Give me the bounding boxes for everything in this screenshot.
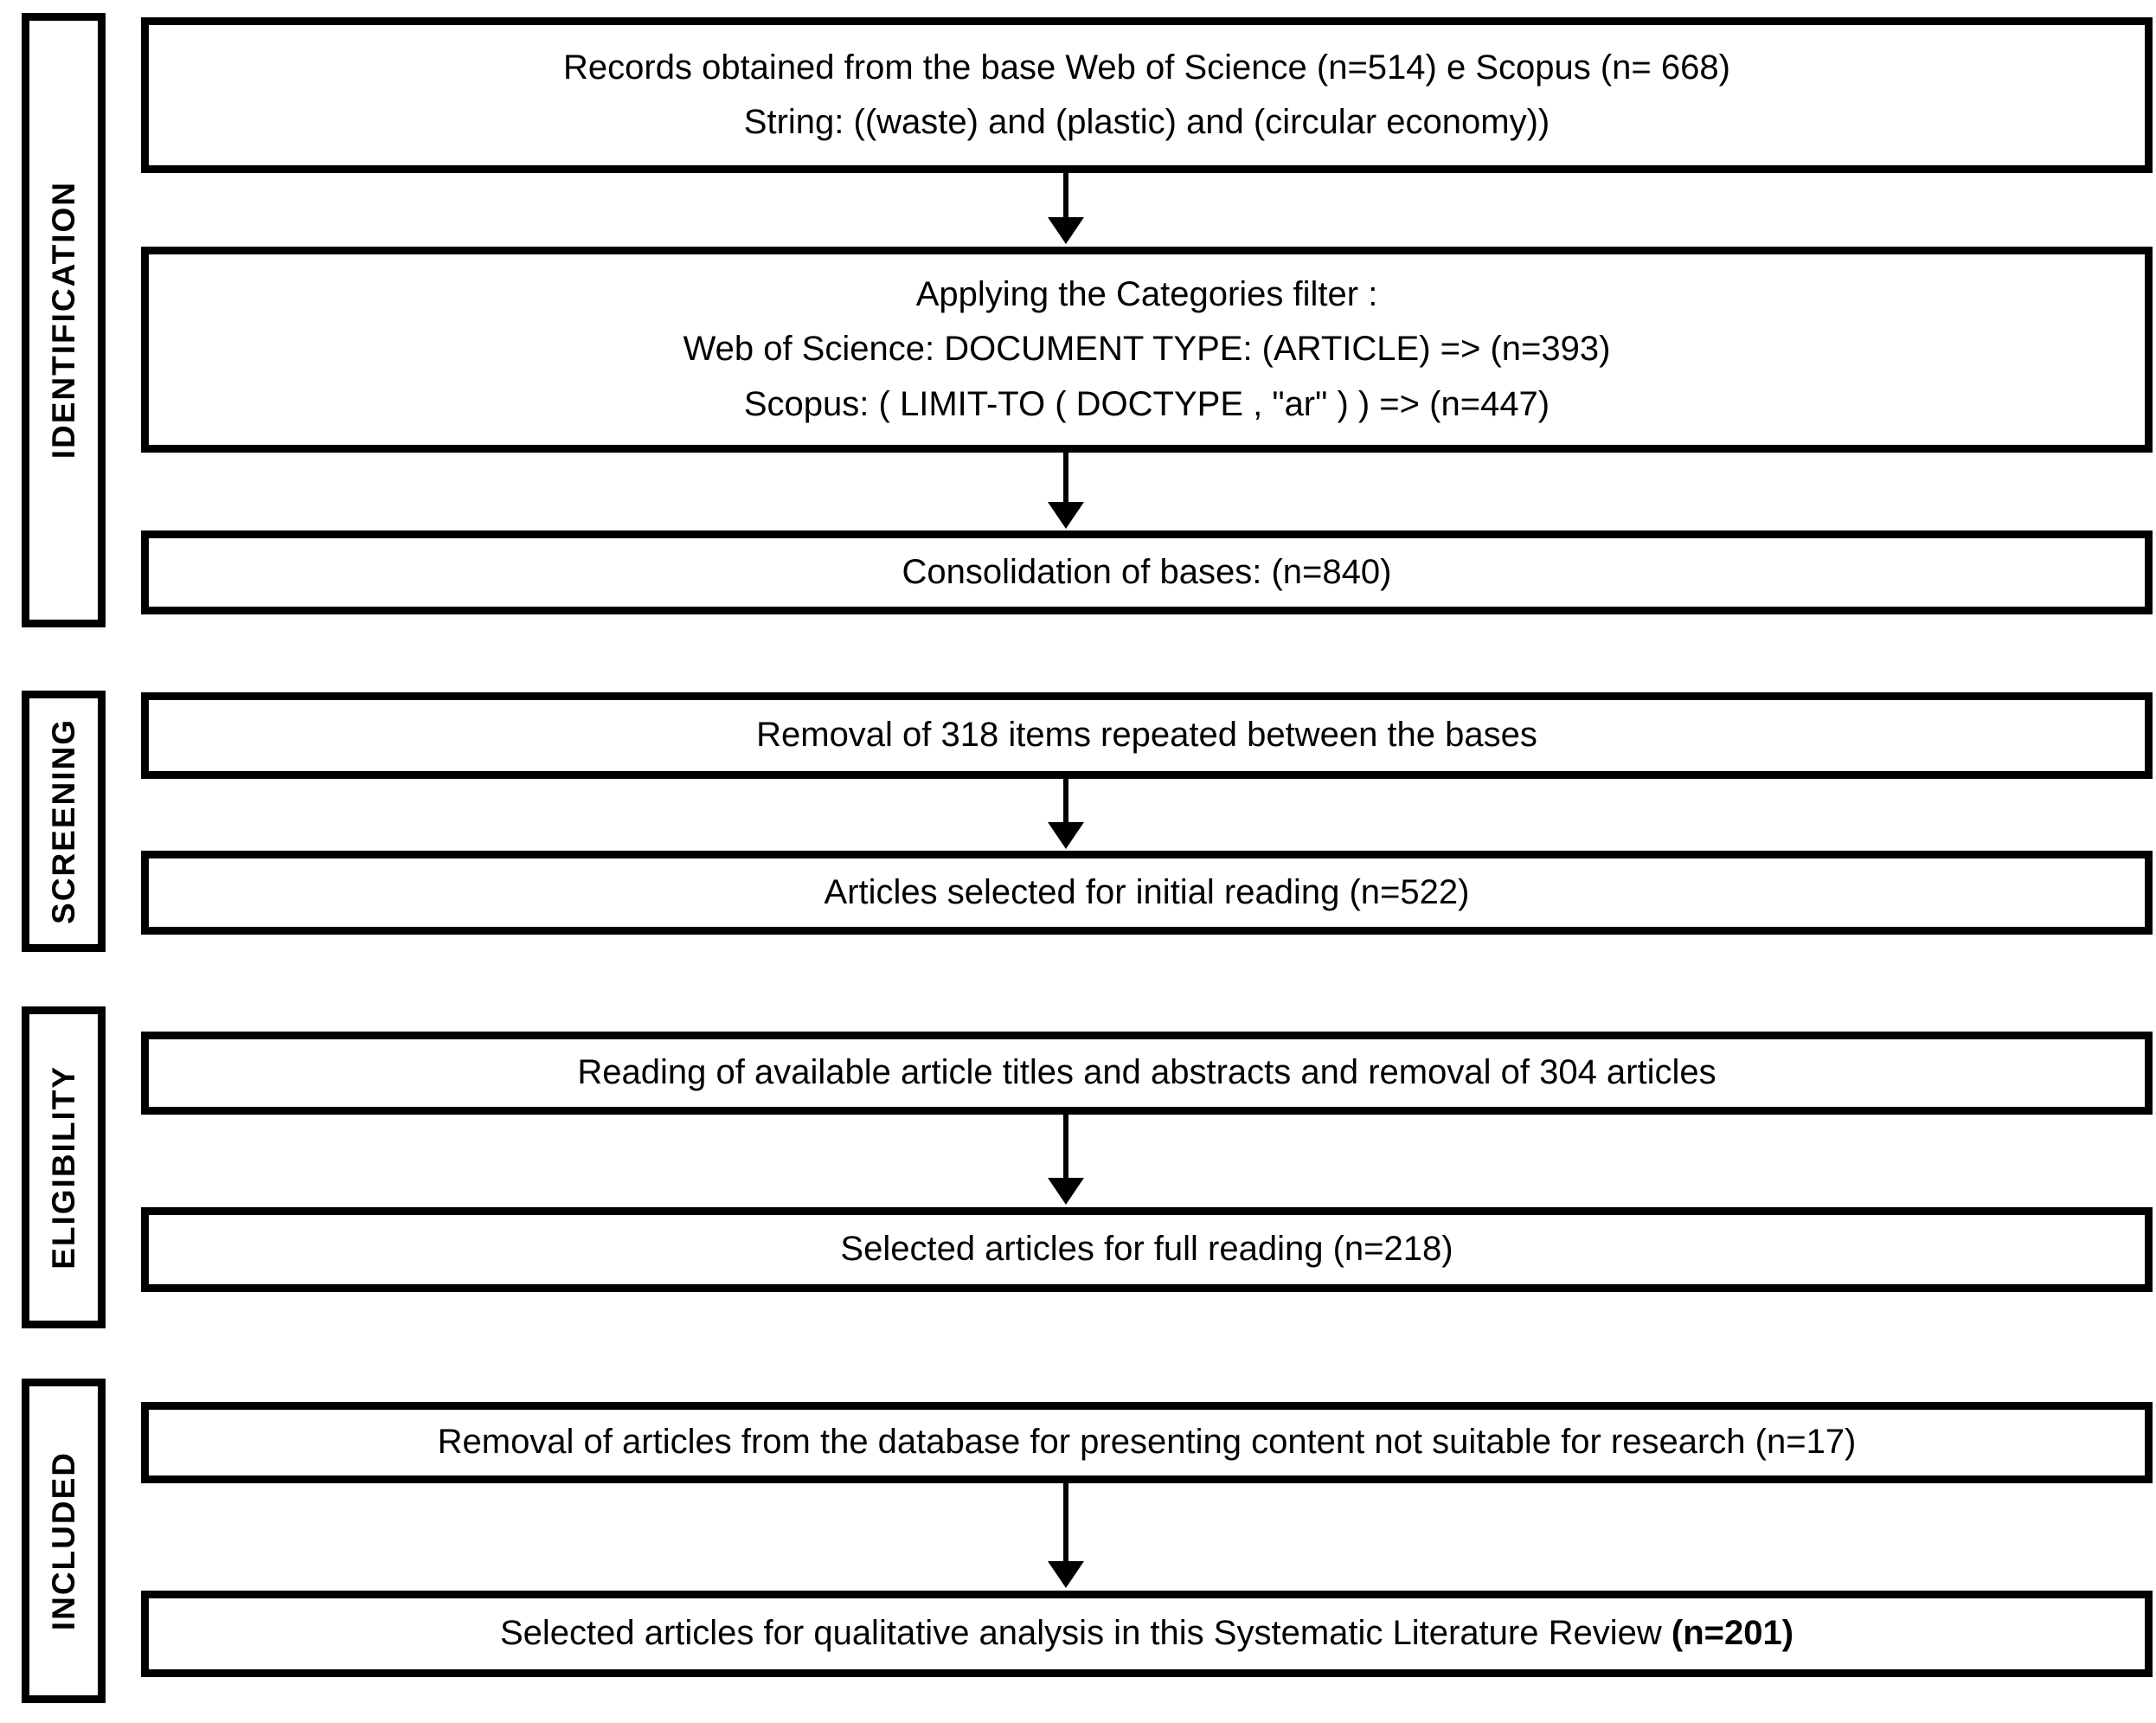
- box-text-line: Web of Science: DOCUMENT TYPE: (ARTICLE)…: [683, 330, 1611, 369]
- arrow-head: [1048, 1561, 1084, 1588]
- arrow-shaft: [1063, 453, 1068, 505]
- box-text-line: Removal of articles from the database fo…: [437, 1423, 1857, 1462]
- box-unsuitable-removal: Removal of articles from the database fo…: [141, 1402, 2153, 1483]
- arrow-head: [1048, 217, 1084, 244]
- down-arrow-icon: [1047, 1115, 1085, 1205]
- arrow-head: [1048, 502, 1084, 529]
- final-selection-text: Selected articles for qualitative analys…: [499, 1614, 1672, 1653]
- box-final-selection: Selected articles for qualitative analys…: [141, 1591, 2153, 1677]
- stage-label-included: INCLUDED: [22, 1379, 106, 1703]
- down-arrow-icon: [1047, 1483, 1085, 1588]
- stage-label-screening: SCREENING: [22, 691, 106, 952]
- box-text-line: Removal of 318 items repeated between th…: [756, 716, 1537, 755]
- box-records-obtained: Records obtained from the base Web of Sc…: [141, 17, 2153, 173]
- box-text-line: Consolidation of bases: (n=840): [902, 552, 1392, 591]
- box-duplicates-removal: Removal of 318 items repeated between th…: [141, 692, 2153, 779]
- arrow-shaft: [1063, 1115, 1068, 1180]
- box-text-line: Selected articles for qualitative analys…: [500, 1606, 1793, 1661]
- stage-label-text: IDENTIFICATION: [45, 181, 81, 460]
- final-selection-count: (n=201): [1671, 1614, 1794, 1653]
- box-text-line: Scopus: ( LIMIT-TO ( DOCTYPE , "ar" ) ) …: [743, 384, 1550, 423]
- down-arrow-icon: [1047, 779, 1085, 849]
- box-full-reading: Selected articles for full reading (n=21…: [141, 1207, 2153, 1292]
- down-arrow-icon: [1047, 173, 1085, 244]
- box-text-line: Selected articles for full reading (n=21…: [840, 1230, 1453, 1269]
- stage-label-identification: IDENTIFICATION: [22, 13, 106, 627]
- box-text-line: Reading of available article titles and …: [577, 1053, 1716, 1092]
- arrow-shaft: [1063, 1483, 1068, 1564]
- arrow-shaft: [1063, 173, 1068, 220]
- down-arrow-icon: [1047, 453, 1085, 529]
- box-text-line: Articles selected for initial reading (n…: [824, 872, 1470, 911]
- box-consolidation-of-bases: Consolidation of bases: (n=840): [141, 530, 2153, 614]
- box-title-abstract-screening: Reading of available article titles and …: [141, 1032, 2153, 1115]
- box-text-line: String: ((waste) and (plastic) and (circ…: [743, 103, 1550, 141]
- box-categories-filter: Applying the Categories filter : Web of …: [141, 247, 2153, 453]
- box-text-line: Applying the Categories filter :: [915, 275, 1378, 314]
- box-initial-reading: Articles selected for initial reading (n…: [141, 851, 2153, 935]
- stage-label-text: SCREENING: [45, 718, 81, 924]
- arrow-head: [1048, 1178, 1084, 1205]
- arrow-head: [1048, 822, 1084, 849]
- stage-label-text: INCLUDED: [45, 1450, 81, 1631]
- box-text-line: Records obtained from the base Web of Sc…: [563, 48, 1730, 87]
- stage-label-text: ELIGIBILITY: [45, 1065, 81, 1270]
- arrow-shaft: [1063, 779, 1068, 825]
- stage-label-eligibility: ELIGIBILITY: [22, 1006, 106, 1328]
